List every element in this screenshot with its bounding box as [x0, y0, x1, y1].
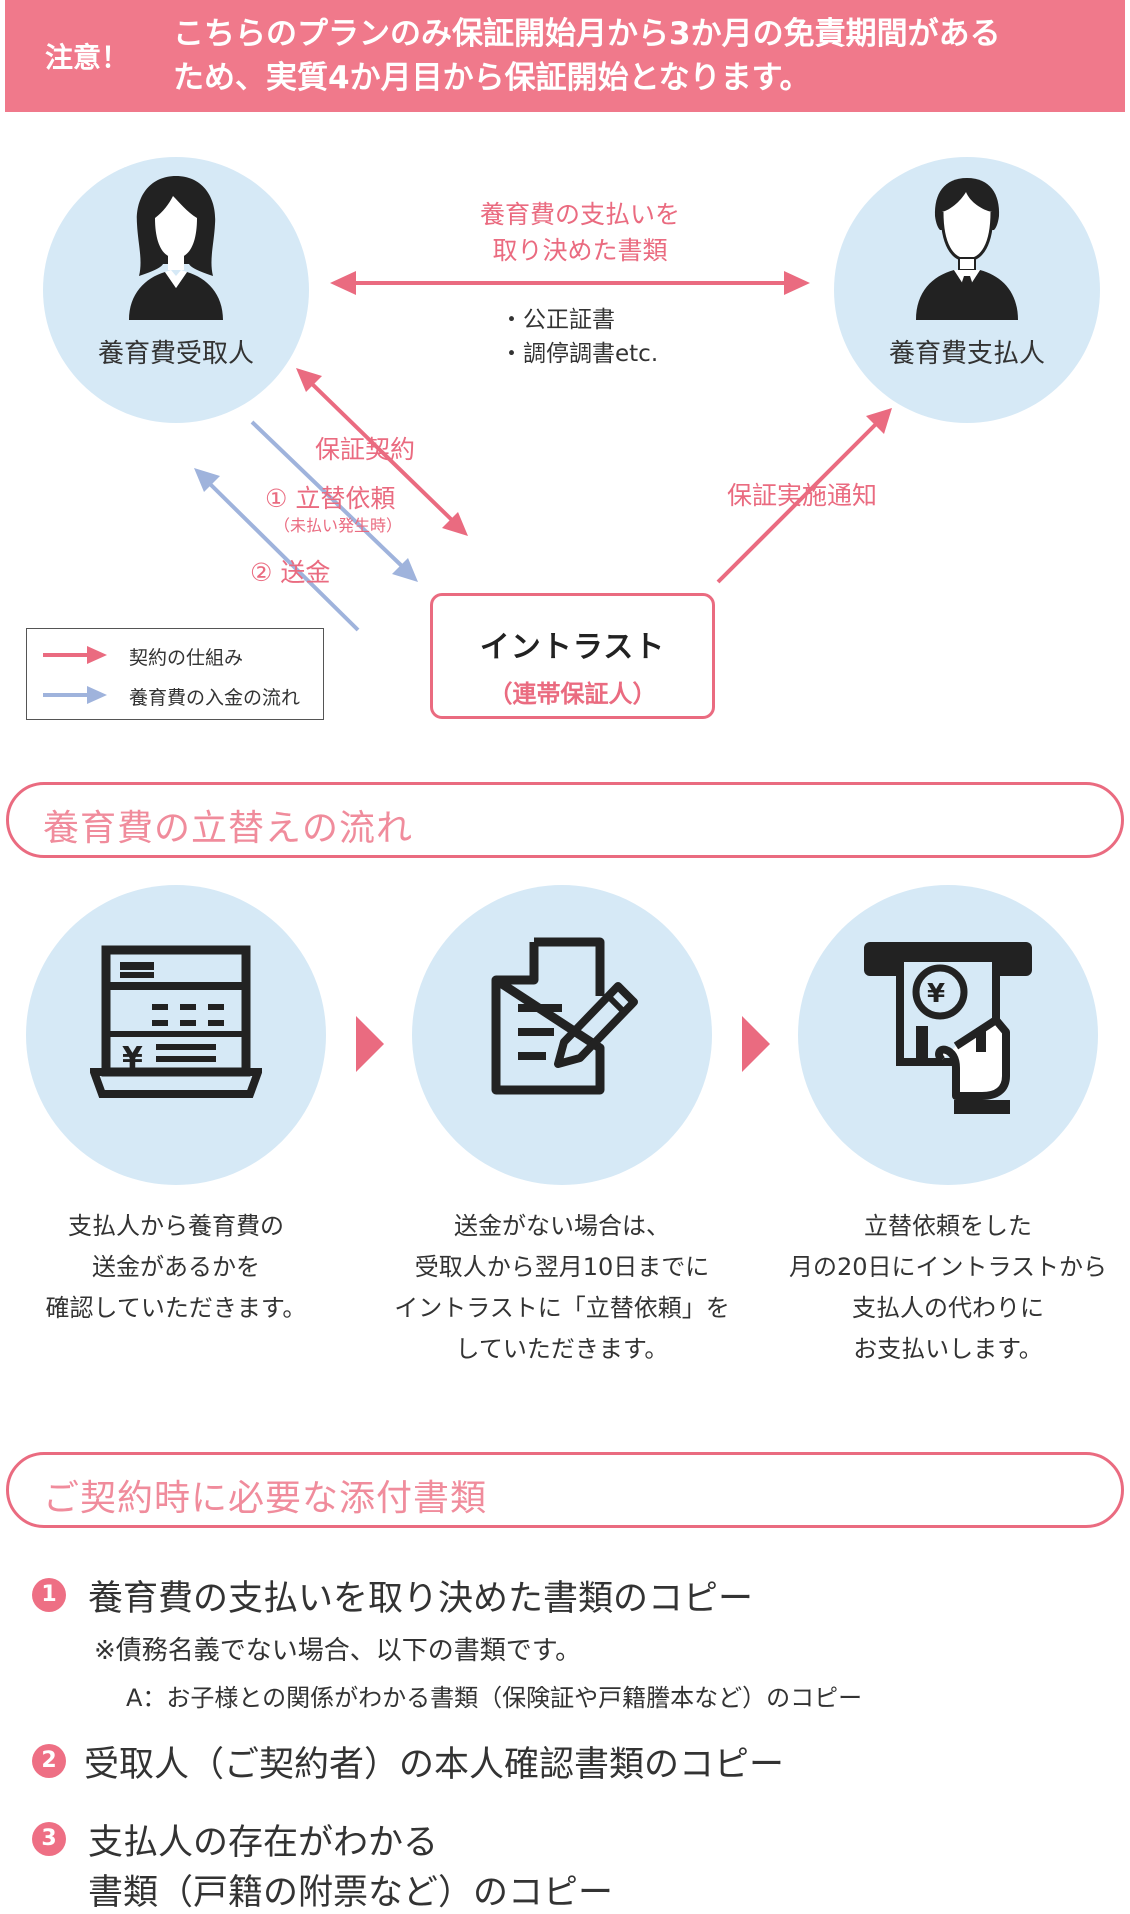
step-1-line-2: 送金があるかを	[92, 1253, 260, 1281]
cash-payment-icon: ¥	[864, 942, 1032, 1114]
notify-label: 保証実施通知	[727, 481, 878, 510]
doc-1-note: ※債務名義でない場合、以下の書類です。	[94, 1636, 582, 1666]
step-2-line-3: イントラストに「立替依頼」を	[394, 1294, 730, 1322]
legend-money-arrow-icon	[43, 686, 107, 704]
step-2-to-3-chevron	[742, 1016, 770, 1072]
agreement-title-line-2: 取り決めた書類	[492, 236, 668, 265]
receiver-label: 養育費受取人	[97, 339, 254, 369]
request-arrowhead	[392, 558, 418, 582]
legend-contract-arrow-icon	[43, 646, 107, 664]
flow-section-header: 養育費の立替えの流れ	[6, 782, 1124, 858]
flow-section-title: 養育費の立替えの流れ	[43, 808, 414, 849]
step-3-line-4: お支払いします。	[853, 1335, 1043, 1363]
notify-arrowhead	[866, 408, 892, 434]
doc-2-number-badge: 2	[32, 1744, 66, 1778]
company-role: （連帯保証人）	[488, 680, 657, 708]
notice-banner: 注意！ こちらのプランのみ保証開始月から3か月の免責期間がある ため、実質4か月…	[5, 0, 1125, 112]
step-2-line-1: 送金がない場合は、	[454, 1212, 670, 1240]
guarantee-contract-arrowhead-bottom	[442, 512, 468, 536]
request-label: ① 立替依頼	[265, 484, 396, 513]
doc-1-number-badge: 1	[32, 1578, 66, 1612]
legend-money-label: 養育費の入金の流れ	[129, 687, 301, 709]
step-3-line-1: 立替依頼をした	[864, 1212, 1032, 1240]
step-1-line-3: 確認していただきます。	[45, 1294, 307, 1322]
notice-line-2: ため、実質4か月目から保証開始となります。	[173, 60, 811, 96]
company-logo: イントラスト	[479, 630, 666, 665]
receiver-woman-icon	[129, 176, 223, 320]
legend-contract-label: 契約の仕組み	[129, 647, 244, 669]
guarantee-contract-label: 保証契約	[315, 435, 416, 464]
notify-arrow	[716, 418, 882, 584]
remit-arrowhead	[194, 468, 220, 492]
step-3-line-3: 支払人の代わりに	[852, 1294, 1044, 1322]
agreement-double-arrow	[330, 271, 810, 295]
step-1-text: 支払人から養育費の 送金があるかを 確認していただきます。	[0, 1206, 356, 1329]
doc-3-number-badge: 3	[32, 1822, 66, 1856]
notice-label: 注意！	[45, 41, 130, 74]
step-2-line-4: していただきます。	[455, 1335, 669, 1363]
step-2-circle	[412, 885, 712, 1185]
doc-1-sub: A：お子様との関係がわかる書類（保険証や戸籍謄本など）のコピー	[126, 1684, 863, 1712]
step-3-text: 立替依頼をした 月の20日にイントラストから 支払人の代わりに お支払いします。	[768, 1206, 1128, 1370]
agreement-title: 養育費の支払いを 取り決めた書類	[440, 197, 720, 269]
docs-section-title: ご契約時に必要な添付書類	[43, 1478, 488, 1519]
flow-arrows	[194, 368, 892, 632]
doc-2-title: 受取人（ご契約者）の本人確認書類のコピー	[84, 1745, 785, 1785]
docs-section-header: ご契約時に必要な添付書類	[6, 1452, 1124, 1528]
notice-line-1: こちらのプランのみ保証開始月から3か月の免責期間がある	[173, 16, 1001, 52]
doc-3-title-line-1: 支払人の存在がわかる	[88, 1823, 439, 1863]
payer-man-icon	[916, 178, 1018, 320]
remit-label: ② 送金	[250, 558, 331, 587]
agreement-title-line-1: 養育費の支払いを	[479, 200, 680, 229]
guarantee-contract-arrowhead-top	[296, 368, 322, 392]
svg-text:¥: ¥	[122, 1041, 143, 1076]
request-arrow	[250, 420, 408, 572]
agreement-doc-2: ・調停調書etc.	[500, 341, 659, 367]
legend: 契約の仕組み 養育費の入金の流れ	[26, 628, 324, 720]
doc-1-title: 養育費の支払いを取り決めた書類のコピー	[88, 1579, 754, 1619]
step-3-line-2: 月の20日にイントラストから	[788, 1253, 1108, 1281]
doc-3-title-line-2: 書類（戸籍の附票など）のコピー	[88, 1873, 614, 1913]
step-1-line-1: 支払人から養育費の	[68, 1212, 284, 1240]
notice-text: こちらのプランのみ保証開始月から3か月の免責期間がある ため、実質4か月目から保…	[173, 12, 1001, 100]
guarantor-box: イントラスト （連帯保証人）	[430, 593, 715, 719]
payer-label: 養育費支払人	[888, 339, 1045, 369]
remit-arrow	[204, 478, 360, 632]
agreement-doc-1: ・公正証書	[500, 307, 615, 333]
agreement-doc-list: ・公正証書 ・調停調書etc.	[500, 303, 658, 371]
step-1-to-2-chevron	[356, 1016, 384, 1072]
document-pen-icon	[491, 937, 638, 1095]
bank-passbook-icon: ¥	[90, 945, 262, 1098]
step-2-text: 送金がない場合は、 受取人から翌月10日までに イントラストに「立替依頼」を し…	[382, 1206, 742, 1370]
step-2-line-2: 受取人から翌月10日までに	[414, 1253, 710, 1281]
request-note: （未払い発生時）	[274, 516, 403, 535]
svg-text:¥: ¥	[927, 979, 945, 1009]
guarantee-contract-arrow	[306, 378, 458, 526]
